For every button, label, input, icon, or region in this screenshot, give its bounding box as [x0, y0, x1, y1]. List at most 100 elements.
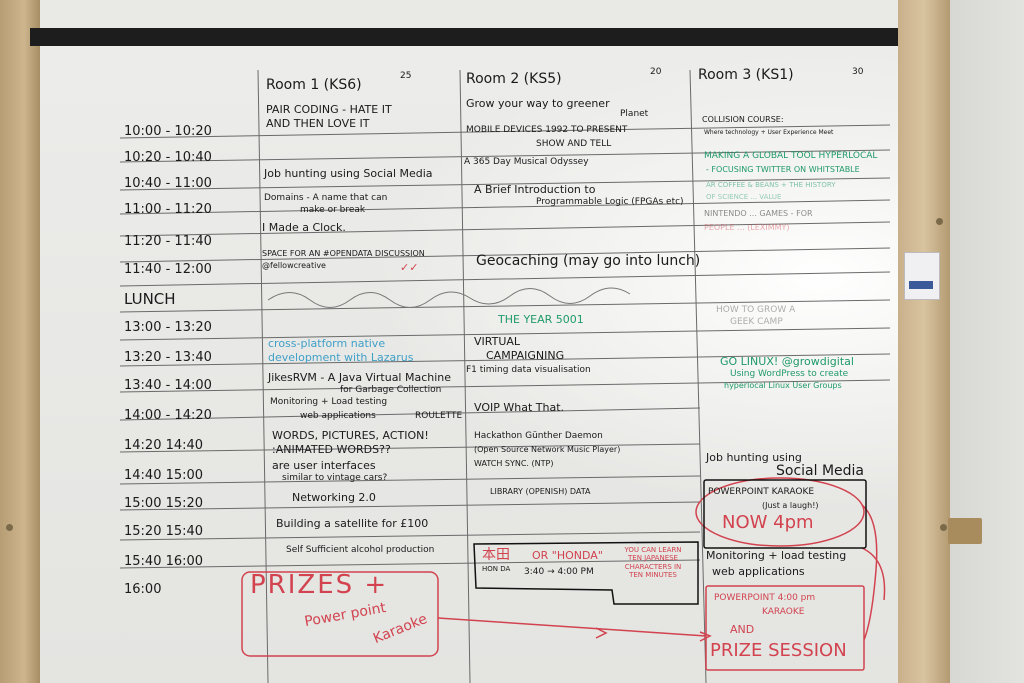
room1-session: WORDS, PICTURES, ACTION!	[272, 429, 429, 442]
time-slot: 14:20 14:40	[124, 438, 204, 453]
room1-session: Monitoring + Load testing	[270, 397, 388, 407]
column-divider	[257, 69, 269, 683]
screw	[936, 218, 943, 225]
room3-count: 30	[852, 67, 864, 77]
prizes-title: PRIZES +	[250, 570, 389, 600]
room1-count: 25	[400, 71, 412, 81]
room2-session: VOIP What That.	[474, 401, 565, 414]
room2-session: CAMPAIGNING	[486, 349, 565, 362]
row-line	[119, 124, 891, 139]
room3-session: COLLISION COURSE:	[702, 115, 784, 124]
karaoke-subtitle: (Just a laugh!)	[762, 501, 819, 510]
room1-session: PAIR CODING - HATE IT	[266, 103, 392, 116]
final-session: AND	[730, 623, 755, 636]
row-line	[119, 501, 701, 511]
room1-session: development with Lazarus	[268, 351, 414, 364]
room2-session: Hackathon Günther Daemon	[474, 431, 603, 441]
prizes-box	[241, 571, 439, 657]
arrow-line	[437, 617, 707, 637]
room2-session: Geocaching (may go into lunch)	[476, 253, 701, 269]
karaoke-box	[703, 479, 867, 549]
room1-session: AND THEN LOVE IT	[266, 117, 370, 130]
time-slot: 13:40 - 14:00	[124, 378, 212, 393]
honda-time: 3:40 → 4:00 PM	[524, 567, 594, 577]
arrow-line	[861, 547, 886, 601]
row-line	[119, 327, 891, 341]
time-slot: 10:40 - 11:00	[124, 176, 212, 191]
room1-session: make or break	[300, 205, 366, 215]
row-line	[119, 247, 891, 263]
time-slot: 14:40 15:00	[124, 468, 204, 483]
time-slot: 13:00 - 13:20	[124, 320, 212, 335]
room1-session: web applications	[300, 411, 376, 421]
row-line	[119, 199, 891, 215]
room2-session: VIRTUAL	[474, 335, 521, 348]
wooden-frame-left	[0, 0, 40, 683]
room3-session: GEEK CAMP	[730, 317, 783, 327]
room2-session: Grow your way to greener	[466, 97, 610, 110]
room3-session: AR COFFEE & BEANS + THE HISTORY	[706, 181, 836, 189]
karaoke-title: POWERPOINT KARAOKE	[708, 487, 815, 497]
time-slot: 15:40 16:00	[124, 554, 204, 569]
time-slot: 15:00 15:20	[124, 496, 204, 511]
room1-session: ROULETTE	[415, 411, 463, 421]
room1-session: similar to vintage cars?	[282, 473, 388, 483]
room1-session: for Garbage Collection	[340, 385, 442, 395]
wall-right	[950, 0, 1024, 683]
room2-session: Programmable Logic (FPGAs etc)	[536, 197, 684, 207]
room3-session: PEOPLE ... (LEXIMMY)	[704, 223, 790, 232]
room2-session: MOBILE DEVICES 1992 TO PRESENT	[466, 125, 628, 135]
row-line	[119, 353, 891, 367]
room3-session: NINTENDO ... GAMES - FOR	[704, 209, 813, 218]
row-line	[119, 149, 891, 163]
final-session: KARAOKE	[762, 607, 805, 617]
room1-session: JikesRVM - A Java Virtual Machine	[268, 371, 452, 384]
row-line	[119, 379, 891, 393]
room2-session: SHOW AND TELL	[536, 139, 612, 149]
row-line	[119, 177, 891, 191]
room1-session: Networking 2.0	[292, 491, 376, 504]
room2-session: WATCH SYNC. (NTP)	[474, 459, 554, 468]
row-line	[119, 531, 701, 541]
row-line	[119, 271, 891, 287]
row-line	[119, 475, 701, 485]
column-divider	[689, 69, 707, 683]
room2-session: Planet	[620, 109, 649, 119]
room1-session: SPACE FOR AN #OPENDATA DISCUSSION	[262, 249, 425, 258]
room2-session: THE YEAR 5001	[498, 313, 584, 326]
room1-session: I Made a Clock.	[262, 221, 346, 234]
room2-title: Room 2 (KS5)	[466, 71, 562, 87]
room2-session: A Brief Introduction to	[474, 183, 596, 196]
arrow-line	[861, 504, 878, 641]
time-slot: 15:20 15:40	[124, 524, 204, 539]
time-slot: 11:20 - 11:40	[124, 234, 212, 249]
room3-session: web applications	[712, 565, 805, 578]
room3-session: MAKING A GLOBAL TOOL HYPERLOCAL	[704, 151, 878, 161]
lunch-squiggle	[267, 287, 631, 308]
final-session: POWERPOINT 4:00 pm	[714, 593, 816, 603]
final-session: PRIZE SESSION	[710, 640, 847, 661]
time-slot: 10:20 - 10:40	[124, 150, 212, 165]
room3-title: Room 3 (KS1)	[698, 67, 794, 83]
time-slot: 11:00 - 11:20	[124, 202, 212, 217]
screw	[6, 524, 13, 531]
wooden-frame-right	[898, 0, 950, 683]
honda-kanji: 本田	[482, 547, 510, 563]
room3-session: OF SCIENCE ... VALUE	[706, 193, 782, 201]
room3-session: Job hunting using	[706, 451, 802, 464]
karaoke-ellipse	[695, 477, 865, 547]
time-slot: 10:00 - 10:20	[124, 124, 212, 139]
room3-session: - FOCUSING TWITTER ON WHITSTABLE	[706, 165, 860, 174]
honda-box	[473, 541, 699, 605]
room1-session: Building a satellite for £100	[276, 517, 429, 530]
row-line	[119, 559, 701, 569]
screw	[940, 524, 947, 531]
room2-session: A 365 Day Musical Odyssey	[464, 157, 589, 167]
row-line	[119, 221, 891, 237]
honda-or: OR "HONDA"	[532, 549, 603, 562]
board-sticker	[904, 252, 940, 300]
honda-note: YOU CAN LEARN TEN JAPANESE CHARACTERS IN…	[624, 546, 682, 580]
room1-session: are user interfaces	[272, 459, 376, 472]
room1-session: Job hunting using Social Media	[264, 167, 433, 180]
time-slot: 11:40 - 12:00	[124, 262, 212, 277]
